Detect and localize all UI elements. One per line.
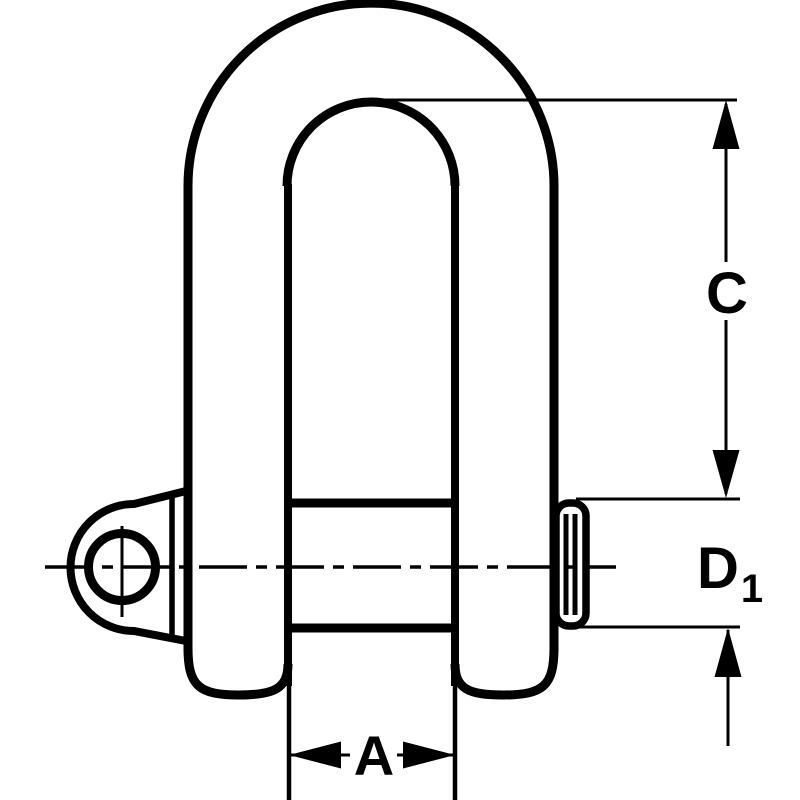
pin-threaded-end	[552, 499, 590, 630]
arrow-c-up	[712, 100, 740, 149]
dimension-label-d1-main: D	[697, 536, 739, 601]
leg-right-tip	[450, 647, 559, 700]
arrow-a-left	[289, 741, 341, 769]
arrow-a-right	[403, 741, 455, 769]
dimension-label-d1-subscript: 1	[740, 567, 764, 611]
bow-outer-arc	[183, 0, 559, 187]
leg-left-tip	[183, 647, 293, 700]
arrow-d1-up	[714, 628, 742, 677]
bow-inner-arc	[282, 97, 460, 187]
dimension-label-d1: D1	[697, 540, 763, 610]
dimension-label-a: A	[353, 724, 395, 787]
arrow-c-down	[712, 450, 740, 498]
dimension-label-c: C	[706, 261, 748, 326]
